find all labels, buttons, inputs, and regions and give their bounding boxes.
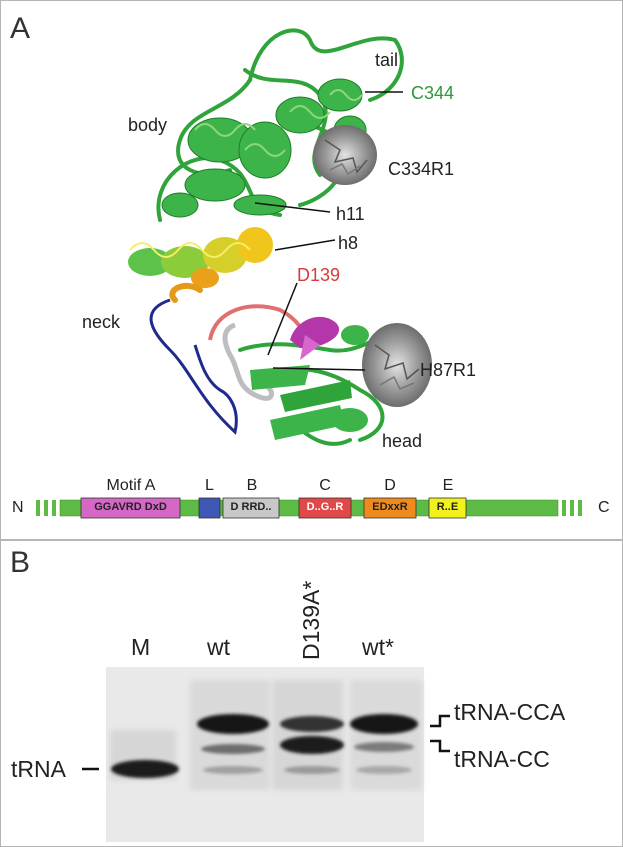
motif-a-label: Motif A — [106, 477, 156, 494]
leader-lines — [254, 91, 403, 371]
motif-l-box — [198, 497, 221, 519]
motif-a-sequence: GGAVRD DxD — [94, 501, 167, 513]
h87r1-label: H87R1 — [420, 360, 477, 380]
domain-motif-boxes — [80, 497, 467, 519]
motif-c-label: C — [319, 477, 331, 494]
protein-structure-diagram — [36, 28, 582, 519]
c-terminus-label: C — [598, 499, 610, 516]
body-label: body — [128, 115, 168, 135]
c334r1-spin-label-cloud — [313, 125, 377, 185]
motif-l-label: L — [205, 477, 214, 494]
trna-label: tRNA — [11, 756, 66, 782]
motif-d-sequence: EDxxR — [372, 501, 408, 513]
neck-label: neck — [82, 312, 121, 332]
lane-wt-star-label: wt* — [362, 634, 394, 660]
body-helix-stripes — [194, 89, 363, 157]
panel-a-letter: A — [10, 12, 31, 45]
n-terminus-label: N — [12, 499, 24, 516]
motif-e-label: E — [442, 477, 454, 494]
tail-label: tail — [375, 50, 399, 70]
h8-label: h8 — [338, 233, 359, 253]
motif-b-box — [222, 497, 280, 519]
motif-e-sequence: R..E — [436, 501, 459, 513]
blue-loop — [149, 298, 238, 435]
d139-label: D139 — [297, 265, 341, 285]
h11-label: h11 — [336, 204, 365, 224]
motif-e-box — [428, 497, 467, 519]
motif-c-box — [298, 497, 352, 519]
trna-cc-label: tRNA-CC — [454, 746, 550, 772]
motif-b-label: B — [246, 477, 258, 494]
panel-divider — [0, 539, 623, 541]
motif-c-sequence: D..G..R — [306, 501, 344, 513]
motif-a-box — [80, 497, 181, 519]
lane-d139a-label: D139A* — [298, 580, 324, 660]
trna-cca-label: tRNA-CCA — [454, 699, 566, 725]
head-label: head — [382, 431, 423, 451]
lane-m-label: M — [131, 634, 151, 660]
neck-helices — [128, 227, 273, 303]
h87r1-spin-label-cloud — [362, 323, 432, 407]
c334r1-label: C334R1 — [388, 159, 455, 179]
motif-d-label: D — [384, 477, 396, 494]
c344-label: C344 — [411, 83, 455, 103]
grey-loop — [222, 322, 274, 401]
motif-b-sequence: D RRD.. — [230, 501, 272, 513]
panel-b-letter: B — [10, 546, 31, 579]
head-sheets — [250, 316, 369, 440]
motif-d-box — [363, 497, 417, 519]
lane-wt-label: wt — [207, 634, 230, 660]
